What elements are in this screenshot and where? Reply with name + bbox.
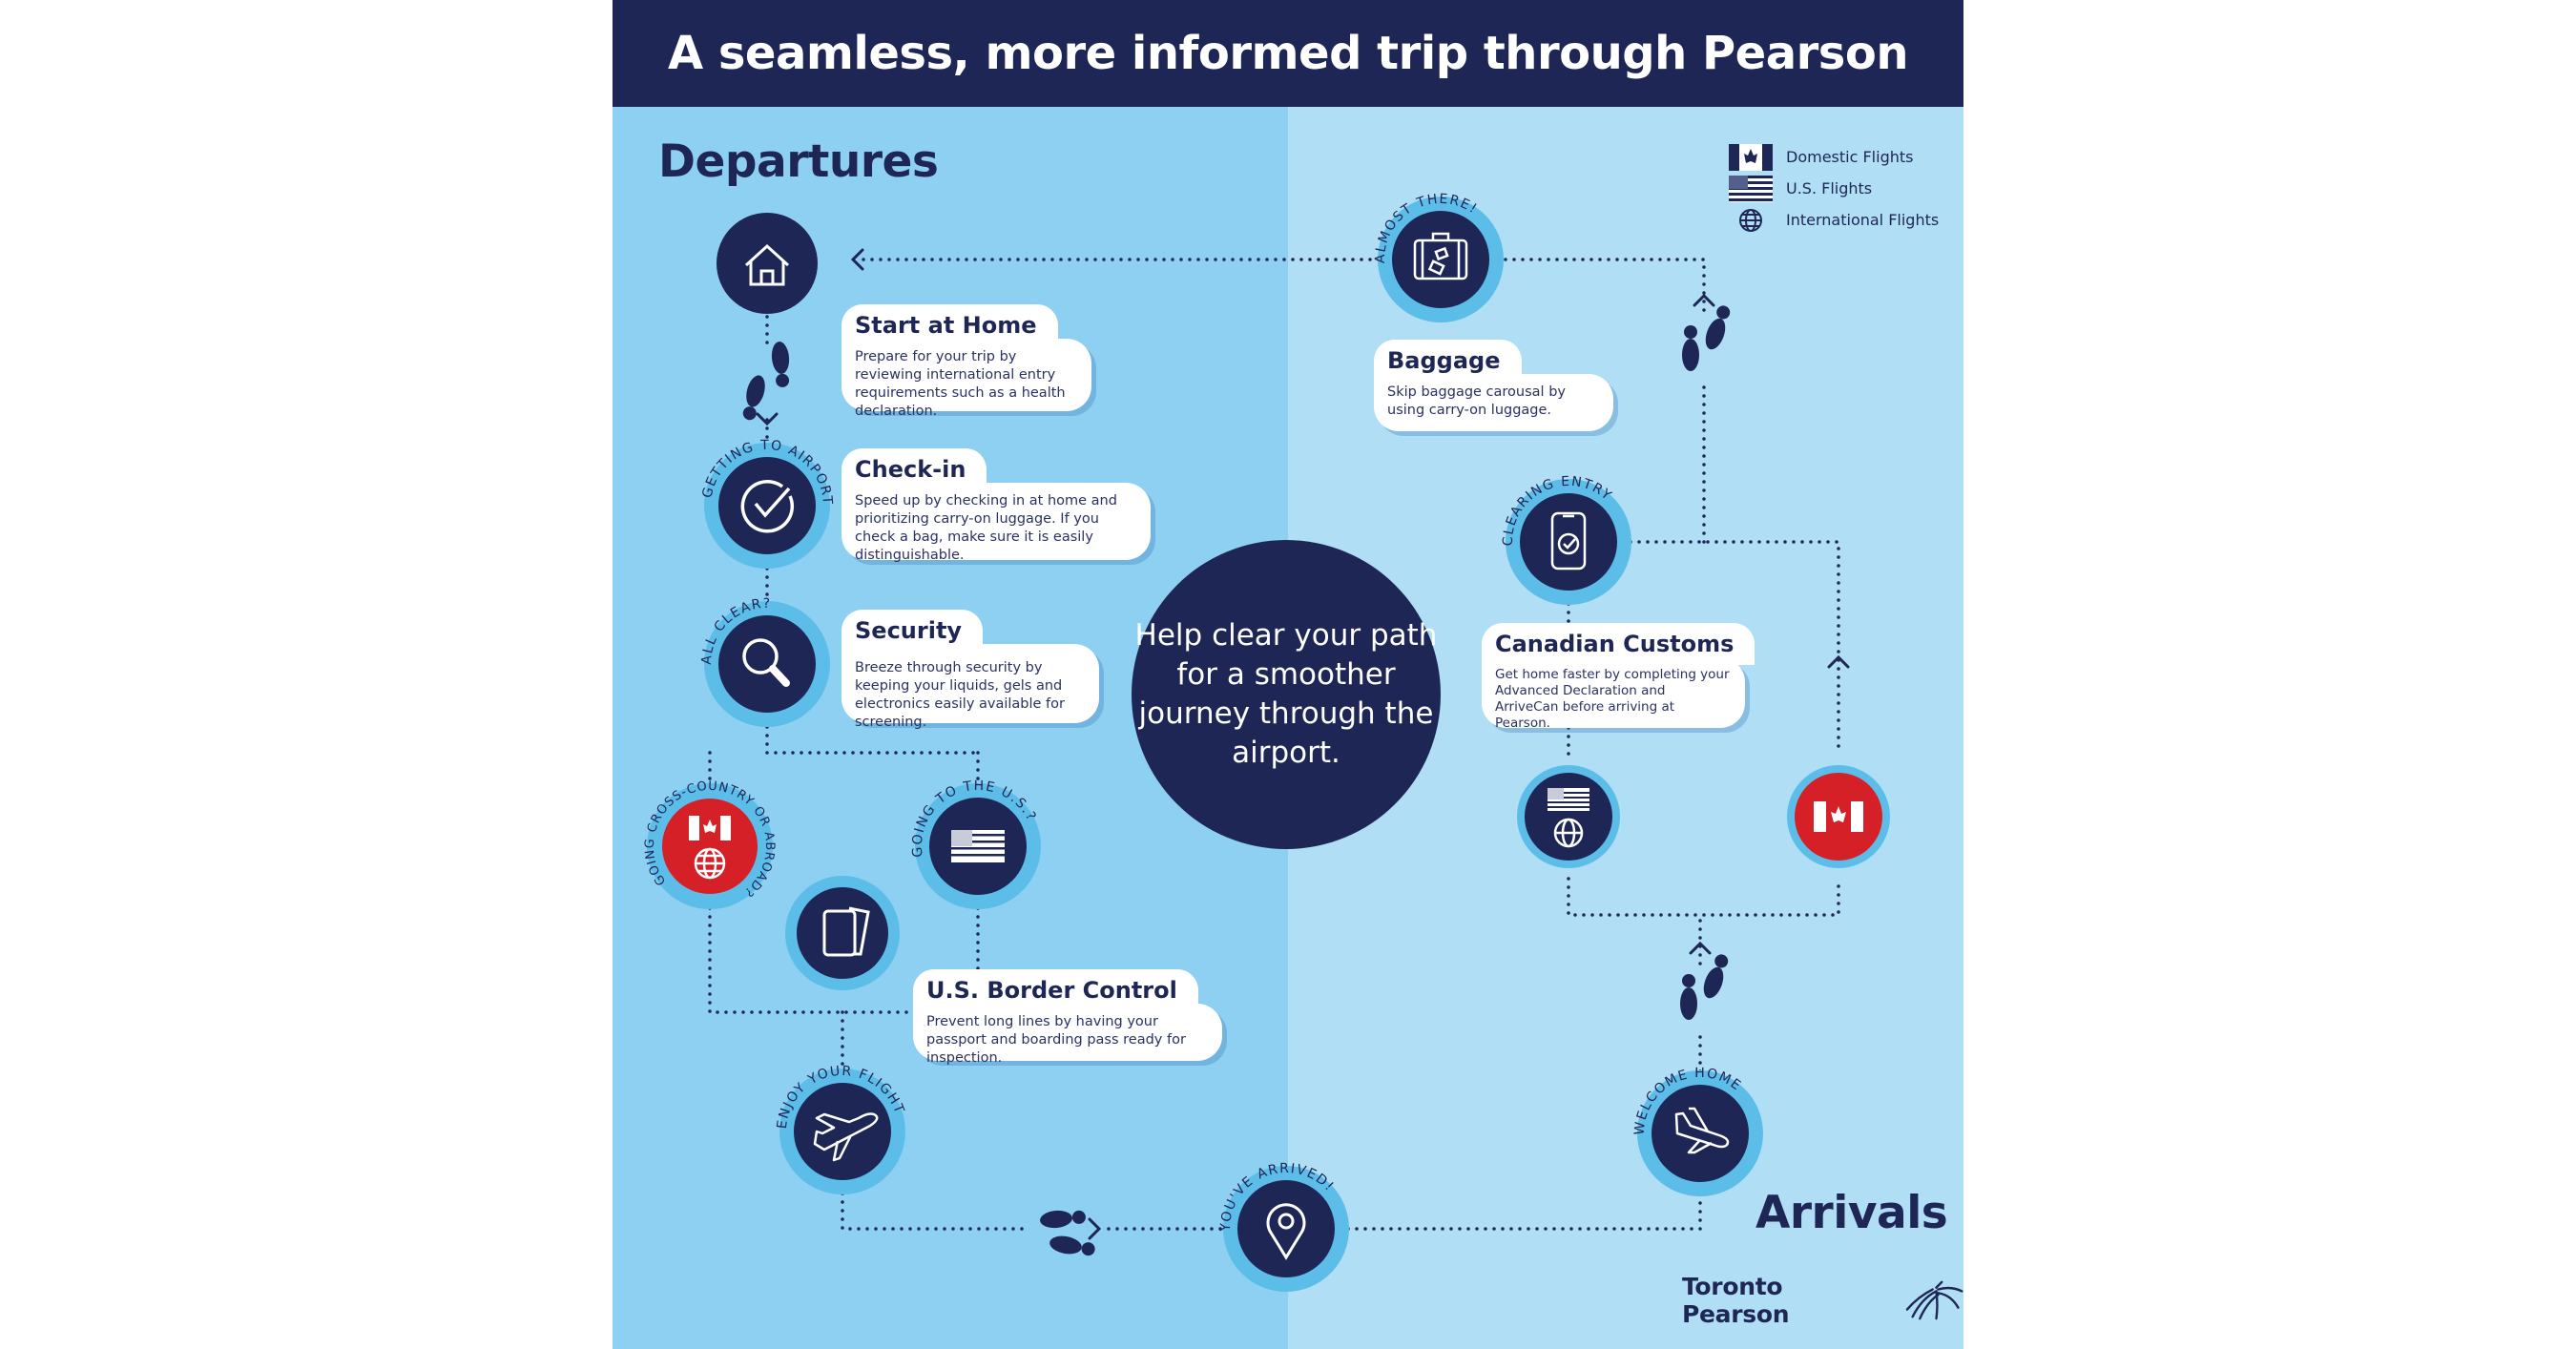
us-flag-icon [951,830,1005,862]
legend-item: U.S. Flights [1729,173,1939,204]
legend-label: U.S. Flights [1786,179,1873,197]
cross-country-badge: GOING CROSS-COUNTRY OR ABROAD? [643,779,776,909]
arrivals-title: Arrivals [1755,1187,1948,1239]
chevron-left-icon [850,248,864,271]
dotted-path [708,258,1840,1231]
card-start-at-home: Start at Home Prepare for your trip by r… [841,304,1091,419]
center-circle [1132,540,1441,849]
house-icon [744,243,790,286]
pearson-bird-icon [1905,1280,1963,1320]
flight-badge: ENJOY YOUR FLIGHT [775,1064,905,1194]
chevron-right-icon [1088,1217,1102,1240]
toronto-pearson-logo: Toronto Pearson [1682,1273,1963,1328]
globe-icon [694,847,726,880]
footprints-icon [739,341,792,423]
passport-badge [785,876,900,990]
canada-flag-icon [1814,801,1863,832]
chevron-up-icon [1827,654,1850,669]
us-flag-icon [1548,788,1589,811]
suitcase-icon [1413,232,1468,280]
airplane-landing-icon [1674,1107,1730,1154]
welcome-badge: WELCOME HOME [1632,1066,1763,1196]
airplane-takeoff-icon [813,1112,879,1162]
card-body: Prepare for your trip by reviewing inter… [841,339,1091,419]
card-body: Speed up by checking in at home and prio… [841,483,1151,563]
card-body: Get home faster by completing your Advan… [1482,657,1745,731]
footprints-icon [1680,951,1733,1020]
arrived-badge: YOU'VE ARRIVED! [1218,1161,1349,1292]
departures-title: Departures [658,135,939,188]
magnifier-icon [742,638,790,687]
security-badge: ALL CLEAR? [699,596,830,727]
us-badge: GOING TO THE U.S.? [910,778,1041,909]
us-international-badge [1517,765,1620,868]
us-flag-icon [1729,175,1773,202]
customs-badge: CLEARING ENTRY [1501,474,1631,605]
domestic-badge [1787,765,1890,868]
card-check-in: Check-in Speed up by checking in at home… [841,448,1151,563]
globe-icon [1739,208,1762,232]
infographic: A seamless, more informed trip through P… [613,0,1963,1349]
canada-flag-icon [1729,143,1773,171]
chevron-up-icon [1689,941,1712,955]
phone-check-icon [1550,511,1587,571]
header-banner: A seamless, more informed trip through P… [613,0,1963,107]
legend-item: International Flights [1729,204,1939,236]
globe-icon [1553,818,1584,848]
center-message: Help clear your path for a smoother jour… [1134,618,1438,770]
brand-name: Toronto Pearson [1682,1273,1790,1328]
card-body: Skip baggage carousal by using carry-on … [1374,374,1613,431]
check-circle-icon [740,479,795,533]
journey-map: GETTING TO AIRPORT ALL CLEAR? GOING CROS… [643,192,1890,1292]
baggage-badge: ALMOST THERE! [1373,192,1504,322]
passport-icon [822,906,870,957]
location-pin-icon [1266,1203,1306,1260]
canada-flag-icon [689,816,731,841]
page-title: A seamless, more informed trip through P… [667,27,1909,80]
direction-chevrons [756,248,1850,1240]
chevron-up-icon [1693,293,1715,307]
card-baggage: Baggage Skip baggage carousal by using c… [1374,340,1613,431]
footprints-icon [1682,302,1735,371]
legend-label: International Flights [1786,211,1940,229]
card-title: Check-in [841,448,987,490]
card-security: Security Breeze through security by keep… [841,610,1099,730]
card-us-border-control: U.S. Border Control Prevent long lines b… [913,969,1222,1066]
legend-label: Domestic Flights [1786,148,1914,166]
chevron-down-icon [756,412,779,426]
card-canadian-customs: Canadian Customs Get home faster by comp… [1482,623,1755,731]
card-body: Breeze through security by keeping your … [841,644,1099,730]
home-badge [717,213,818,314]
legend: Domestic Flights U.S. Flights Internatio… [1729,141,1939,236]
legend-item: Domestic Flights [1729,141,1939,173]
card-body: Prevent long lines by having your passpo… [913,1004,1222,1066]
footprints-icon [1039,1208,1097,1259]
checkin-badge: GETTING TO AIRPORT [699,438,834,569]
